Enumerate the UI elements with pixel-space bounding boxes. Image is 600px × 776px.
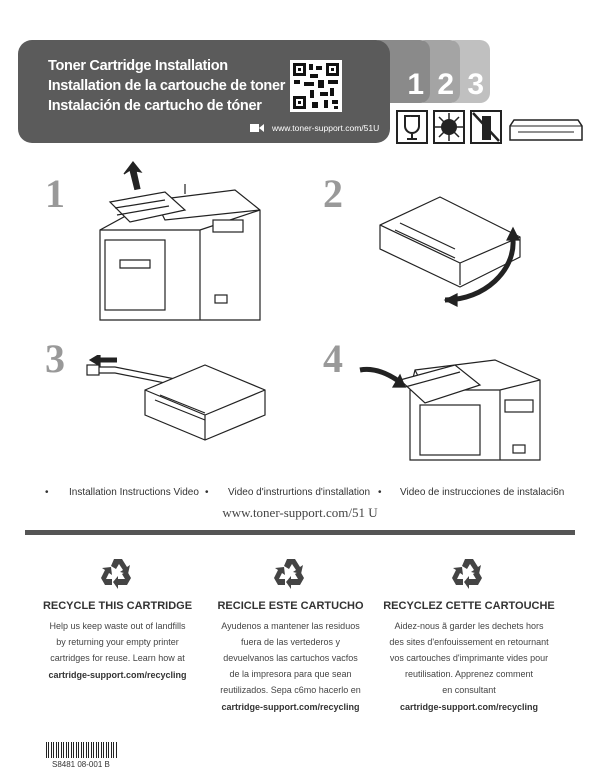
step-number-4: 4	[323, 336, 343, 381]
video-link-en[interactable]: Installation Instructions Video	[69, 487, 199, 498]
recycle-col-es: RECICLE ESTE CARTUCHO Ayudenos a mantene…	[203, 600, 378, 715]
video-link-es[interactable]: Video de instrucciones de instalaci6n	[400, 487, 565, 498]
recycle-col-fr: RECYCLEZ CETTE CARTOUCHE Aidez-nous ã ga…	[378, 600, 560, 715]
tab-number: 3	[467, 68, 484, 101]
recycle-text: by returning your empty printer	[56, 637, 179, 647]
tab-number: 4	[489, 68, 506, 101]
no-light-icon	[433, 110, 465, 144]
bullet: •	[205, 487, 209, 498]
title-fr: Installation de la cartouche de toner	[48, 78, 286, 94]
video-url-footer[interactable]: www.toner-support.com/51 U	[222, 505, 378, 520]
no-stand-upright-icon	[470, 110, 502, 144]
recycle-icon	[274, 559, 304, 589]
recycle-text: en consultant	[442, 685, 496, 695]
video-url[interactable]: www.toner-support.com/51U	[272, 123, 380, 133]
step3-illustration	[86, 355, 266, 441]
step2-illustration	[379, 196, 521, 307]
recycle-col-en: RECYCLE THIS CARTRIDGE Help us keep wast…	[30, 600, 205, 683]
recycle-icon	[101, 559, 131, 589]
barcode	[46, 742, 118, 758]
recycle-text: devuelvanos las cartuchos vacfos	[223, 653, 358, 663]
qr-code[interactable]	[290, 60, 342, 112]
recycle-link[interactable]: cartridge-support.com/recycling	[399, 702, 539, 712]
recycle-text: de la impresora para que sean	[229, 669, 352, 679]
recycle-text: vos cartouches d'imprimante vides pour	[389, 653, 549, 663]
cartridge-icon	[509, 119, 583, 141]
step-number-1: 1	[45, 171, 65, 216]
video-link-fr[interactable]: Video d'instrurtions d'installation	[228, 487, 371, 498]
bullet: •	[45, 487, 49, 498]
part-code: S8481 08-001 B	[52, 760, 110, 769]
recycle-text: Ayudenos a mantener las residuos	[221, 621, 360, 631]
step-number-2: 2	[323, 171, 343, 216]
recycle-text: fuera de las vertederos y	[240, 637, 341, 647]
recycle-heading: RECICLE ESTE CARTUCHO	[217, 600, 364, 612]
recycle-text: cartridges for reuse. Learn how at	[50, 653, 185, 663]
title-en: Toner Cartridge Installation	[48, 58, 228, 74]
recycle-text: Aidez-nous ã garder les dechets hors	[394, 621, 544, 631]
recycle-icon	[452, 559, 482, 589]
bullet: •	[378, 487, 382, 498]
title-es: Instalación de cartucho de tóner	[48, 98, 262, 114]
recycle-heading: RECYCLEZ CETTE CARTOUCHE	[383, 600, 555, 612]
tab-number: 1	[407, 68, 424, 101]
recycle-text: Help us keep waste out of landfills	[49, 621, 186, 631]
tab-number: 2	[437, 68, 454, 101]
recycle-text: reutilisation. Apprenez comment	[404, 669, 534, 679]
step4-illustration	[359, 359, 541, 461]
divider-bar	[25, 530, 575, 535]
step-number-3: 3	[45, 336, 65, 381]
warning-icons	[396, 110, 583, 144]
step1-illustration	[99, 161, 261, 321]
header-band: Toner Cartridge Installation Installatio…	[18, 40, 390, 143]
video-camera-icon	[250, 124, 264, 132]
recycle-link[interactable]: cartridge-support.com/recycling	[48, 670, 187, 680]
recycle-text: reutilizados. Sepa c6mo hacerlo en	[220, 685, 361, 695]
recycle-link[interactable]: cartridge-support.com/recycling	[221, 702, 360, 712]
recycle-text: des sites d'enfouissement en retournant	[389, 637, 549, 647]
fragile-icon	[396, 110, 428, 144]
recycle-heading: RECYCLE THIS CARTRIDGE	[42, 600, 193, 612]
